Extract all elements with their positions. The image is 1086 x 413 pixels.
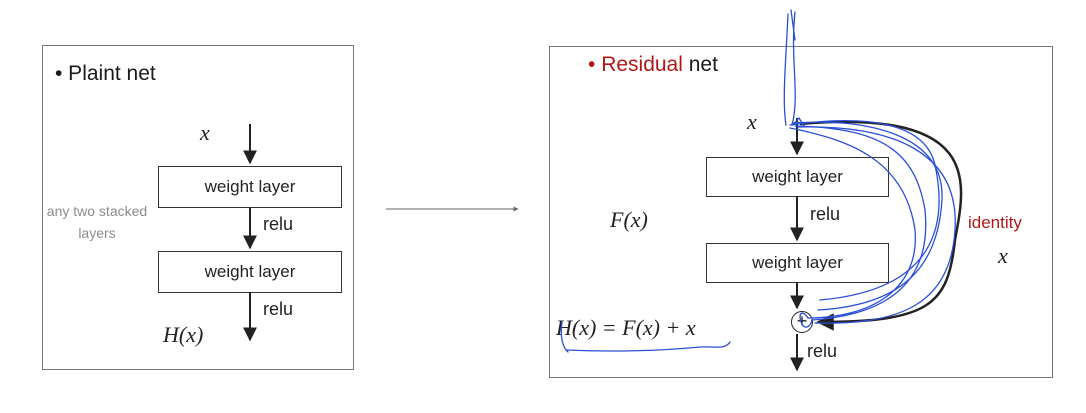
residual-title-accent: Residual [601,53,683,76]
annotation-loop-3 [794,125,927,321]
identity-label: identity [968,213,1022,232]
plain-weight-layer-2: weight layer [158,251,342,293]
residual-equation: H(x) = F(x) + x [556,315,696,340]
annotation-loop-1 [789,120,940,301]
plain-side-note: any two stacked layers [46,203,148,241]
residual-net-arrows [790,118,963,372]
plain-relu-2: relu [263,299,294,319]
annotation-equation-bracket [560,321,569,353]
residual-function-fx: F(x) [610,207,648,232]
annotation-loop-2 [791,121,943,311]
residual-relu-1: relu [810,204,841,224]
annotation-adder-scribble [799,312,813,328]
blue-annotations [560,9,956,353]
plain-net-panel: • Plaint net x weight layer relu weight … [42,45,354,370]
plain-input-x: x [200,120,210,145]
identity-x: x [998,243,1008,268]
residual-weight-layer-2: weight layer [706,243,889,283]
residual-title-rest: net [682,53,718,76]
residual-net-title: • Residual net [588,53,718,77]
annotation-loop-4 [789,127,916,319]
residual-title-bullet: • [588,53,602,76]
plain-output-hx: H(x) [163,322,204,347]
annotation-vertical-stroke [783,9,805,127]
residual-relu-2: relu [807,341,838,361]
identity-skip-path [799,120,963,331]
residual-weight-layer-1: weight layer [706,157,889,197]
plain-net-title: • Plaint net [55,62,156,85]
plain-relu-1: relu [263,214,294,234]
residual-net-panel: • Residual net x weight layer relu weigh… [549,46,1053,378]
residual-input-x: x [747,109,757,134]
annotation-loop-5 [797,126,956,324]
annotation-equation-underline [565,341,731,352]
